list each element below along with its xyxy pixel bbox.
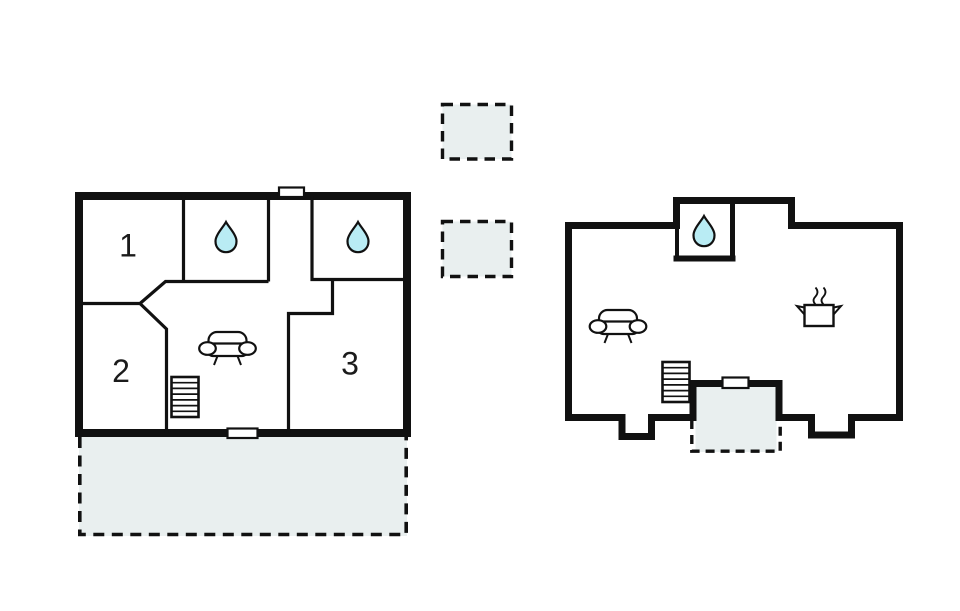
- left-plan-top-window: [277, 186, 306, 199]
- terrace-dashed-border: [78, 437, 408, 537]
- room2-right-wall: [138, 302, 169, 433]
- dashed-plot-box-2: [440, 219, 514, 279]
- dashed-plot-box-1: [440, 102, 514, 161]
- left-plan-outer-walls: [75, 192, 411, 437]
- porch-fill: [695, 386, 777, 452]
- right-plan-outer-walls: [565, 197, 903, 440]
- right-floor-plan: [565, 197, 903, 453]
- porch-dashed-border: [690, 420, 782, 453]
- room-3-label: 3: [341, 346, 359, 382]
- porch-window: [721, 376, 750, 390]
- left-floor-plan: 1 2 3: [75, 186, 411, 440]
- room-2-label: 2: [112, 353, 130, 389]
- stairs-icon: [661, 360, 691, 404]
- terrace-dashed-area: [78, 437, 408, 537]
- room3-left-wall: [286, 279, 335, 433]
- room-1-label: 1: [119, 228, 137, 264]
- terrace-fill: [79, 437, 407, 536]
- left-plan-bottom-window: [226, 427, 259, 440]
- room1-bottom-wall: [79, 279, 269, 306]
- bathroom2-walls: [310, 196, 407, 282]
- stairs-icon: [170, 375, 200, 419]
